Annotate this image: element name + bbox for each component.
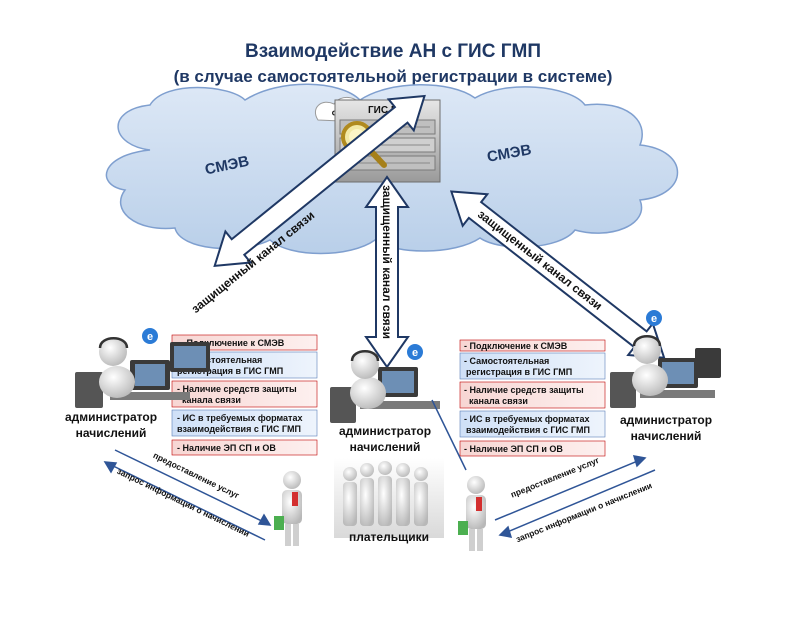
req-right-1: - Подключение к СМЭВ bbox=[464, 341, 568, 351]
requirements-left bbox=[171, 334, 318, 456]
left-request-label: запрос информации о начислении bbox=[116, 466, 252, 539]
diagram-subtitle: (в случае самостоятельной регистрации в … bbox=[174, 67, 613, 86]
admin-right-label-2: начислений bbox=[631, 429, 702, 443]
req-left-8: - Наличие ЭП СП и ОВ bbox=[177, 443, 276, 453]
diagram-title: Взаимодействие АН с ГИС ГМП bbox=[245, 41, 541, 62]
ie-icon: e bbox=[646, 310, 662, 326]
connector-center-payers bbox=[431, 399, 467, 471]
req-left-4: - Наличие средств защиты bbox=[177, 384, 297, 394]
admin-center-figure bbox=[330, 350, 440, 423]
svg-text:e: e bbox=[147, 331, 153, 343]
req-left-5: канала связи bbox=[182, 395, 241, 405]
req-left-3: регистрация в ГИС ГМП bbox=[177, 366, 283, 376]
service-lines-left bbox=[103, 449, 272, 541]
req-left-1: - Подключение к СМЭВ bbox=[181, 338, 285, 348]
ie-icon: e bbox=[142, 328, 158, 344]
channel-label-center: защищенный канал связи bbox=[380, 185, 394, 339]
ie-icon: e bbox=[407, 344, 423, 360]
svg-text:e: e bbox=[651, 313, 657, 325]
admin-center-label-1: администратор bbox=[339, 424, 431, 438]
req-left-2: - Самостоятельная bbox=[177, 355, 262, 365]
admin-center-label-2: начислений bbox=[350, 440, 421, 454]
req-right-8: - Наличие ЭП СП и ОВ bbox=[464, 444, 563, 454]
payers-group bbox=[334, 458, 444, 538]
right-services-label: предоставление услуг bbox=[509, 455, 601, 500]
payer-left-figure bbox=[274, 471, 302, 546]
admin-right-label-1: администратор bbox=[620, 413, 712, 427]
req-right-4: - Наличие средств защиты bbox=[464, 385, 584, 395]
payers-label: плательщики bbox=[349, 530, 429, 544]
req-right-2: - Самостоятельная bbox=[464, 356, 549, 366]
req-right-5: канала связи bbox=[469, 396, 528, 406]
req-right-3: регистрация в ГИС ГМП bbox=[466, 367, 572, 377]
requirements-right bbox=[459, 339, 606, 457]
admin-right-figure bbox=[610, 335, 721, 408]
payer-right-figure bbox=[458, 476, 486, 551]
req-right-7: взаимодействия с ГИС ГМП bbox=[466, 425, 590, 435]
svg-text:e: e bbox=[412, 347, 418, 359]
req-left-6: - ИС в требуемых форматах bbox=[177, 413, 302, 423]
channel-arrow-center bbox=[364, 175, 410, 369]
channel-arrow-left bbox=[213, 94, 426, 268]
service-lines-right bbox=[494, 455, 656, 538]
req-left-7: взаимодействия с ГИС ГМП bbox=[177, 424, 301, 434]
admin-left-figure bbox=[75, 337, 210, 408]
admin-left-label-1: администратор bbox=[65, 410, 157, 424]
req-right-6: - ИС в требуемых форматах bbox=[464, 414, 589, 424]
admin-left-label-2: начислений bbox=[76, 426, 147, 440]
